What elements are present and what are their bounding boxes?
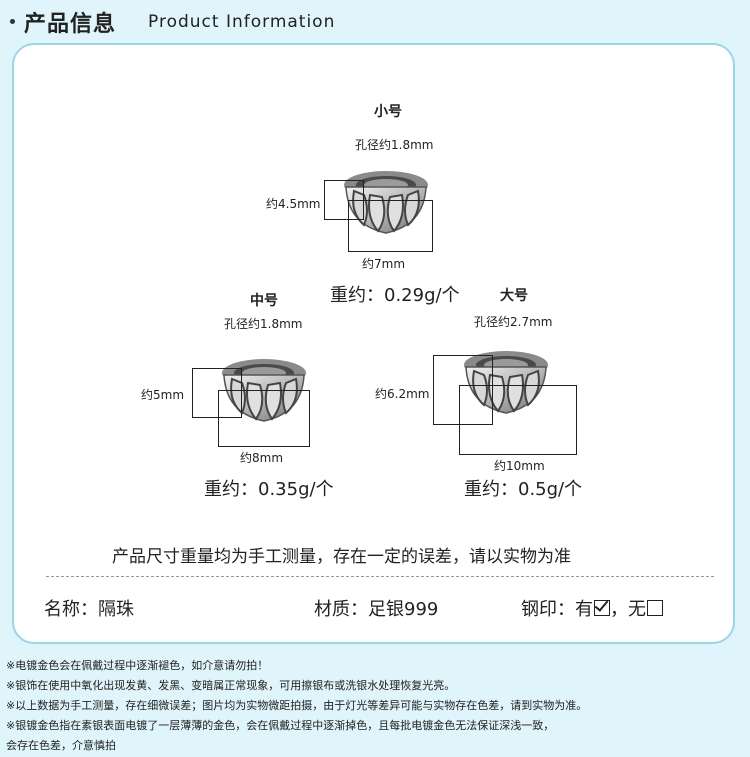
bullet-icon [10,19,15,24]
footnote-5: 会存在色差，介意慎拍 [6,739,116,752]
footnote-3: ※以上数据为手工测量，存在细微误差；图片均为实物微距拍摄，由于灯光等差异可能与实… [6,699,588,712]
header: 产品信息 Product Information [0,0,750,44]
footnote-4: ※银镀金色指在素银表面电镀了一层薄薄的金色，会在佩戴过程中逐渐掉色，且每批电镀金… [6,719,555,732]
large-height-bracket [433,355,493,425]
medium-weight: 重约：0.35g/个 [204,479,334,500]
size-large-label: 大号 [500,288,528,304]
medium-height-label: 约5mm [141,388,185,402]
stamp-separator: ， [610,599,628,620]
small-hole-label: 孔径约1.8mm [355,138,434,152]
stamp-info: 钢印：有 ，无 [521,595,663,621]
small-height-label: 约4.5mm [266,197,321,211]
product-name: 名称：隔珠 [44,599,134,620]
checked-box-icon [594,600,610,616]
large-height-label: 约6.2mm [375,387,430,401]
medium-width-label: 约8mm [240,451,284,465]
large-hole-label: 孔径约2.7mm [474,315,553,329]
header-title: 产品信息 [24,12,117,37]
small-width-bracket [348,200,433,252]
medium-hole-label: 孔径约1.8mm [224,317,303,331]
header-subtitle: Product Information [148,12,336,32]
footnote-1: ※电镀金色会在佩戴过程中逐渐褪色，如介意请勿拍！ [6,659,269,672]
unchecked-box-icon [647,600,663,616]
large-width-bracket [459,385,577,455]
size-small-label: 小号 [374,104,402,120]
stamp-no-label: 无 [628,599,646,620]
product-material: 材质：足银999 [314,599,439,620]
medium-height-bracket [192,368,242,418]
stamp-label: 钢印： [521,599,575,620]
small-weight: 重约：0.29g/个 [330,285,460,306]
size-medium-label: 中号 [250,293,278,309]
stamp-yes-label: 有 [575,599,593,620]
medium-width-bracket [218,390,310,447]
large-weight: 重约：0.5g/个 [464,479,583,500]
small-width-label: 约7mm [362,257,406,271]
product-card: 小号 孔径约1.8mm 约4.5mm 约7mm 重约：0.29g/个 中号 孔径… [12,43,735,644]
measurement-note: 产品尺寸重量均为手工测量，存在一定的误差，请以实物为准 [112,547,571,567]
footnote-2: ※银饰在使用中氧化出现发黄、发黑、变暗属正常现象，可用擦银布或洗银水处理恢复光亮… [6,679,456,692]
divider [46,576,714,577]
large-width-label: 约10mm [494,459,545,473]
